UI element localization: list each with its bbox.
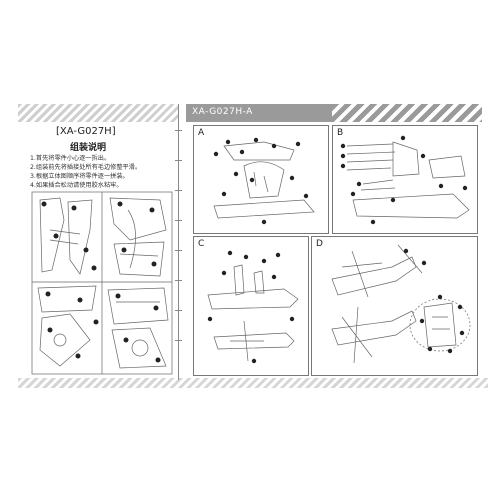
left-header-stripes bbox=[18, 104, 178, 122]
step-d-panel: D bbox=[311, 236, 478, 376]
divider-tick bbox=[175, 310, 182, 311]
divider-tick bbox=[175, 280, 182, 281]
step-label: D bbox=[316, 239, 323, 249]
instruction-line: 4.如果插合松动请使用胶水粘牢。 bbox=[30, 182, 123, 189]
parts-sheet bbox=[30, 190, 174, 376]
vertical-divider bbox=[178, 104, 179, 380]
step-c-diagram bbox=[207, 250, 299, 364]
divider-tick bbox=[175, 250, 182, 251]
step-label: A bbox=[198, 128, 205, 138]
model-title: [XA-G027H] bbox=[56, 126, 116, 137]
step-d-diagram bbox=[331, 244, 471, 364]
step-b-diagram bbox=[340, 135, 470, 225]
assembly-instructions-heading: 组装说明 bbox=[70, 143, 107, 153]
instruction-line: 2.组装前先将插接处所有毛边修整平滑。 bbox=[30, 164, 142, 171]
divider-tick bbox=[175, 220, 182, 221]
parts-sheet-drawing bbox=[31, 191, 173, 375]
divider-tick bbox=[175, 340, 182, 341]
step-a-panel: A bbox=[193, 125, 329, 234]
step-label: B bbox=[337, 128, 344, 138]
instruction-line: 1.首先将零件小心逐一拆出。 bbox=[30, 155, 111, 162]
instruction-line: 3.根据立体图顺序将零件逐一拼装。 bbox=[30, 173, 129, 180]
sheet-code: XA-G027H-A bbox=[192, 107, 253, 117]
step-a-diagram bbox=[213, 137, 315, 225]
step-c-panel: C bbox=[193, 236, 309, 376]
bottom-stripes bbox=[18, 378, 488, 388]
right-header-band: XA-G027H-A bbox=[186, 104, 482, 122]
header-stripes bbox=[332, 104, 482, 122]
divider-tick bbox=[175, 190, 182, 191]
divider-tick bbox=[175, 130, 182, 131]
step-label: C bbox=[198, 239, 205, 249]
divider-tick bbox=[175, 160, 182, 161]
step-b-panel: B bbox=[332, 125, 478, 234]
